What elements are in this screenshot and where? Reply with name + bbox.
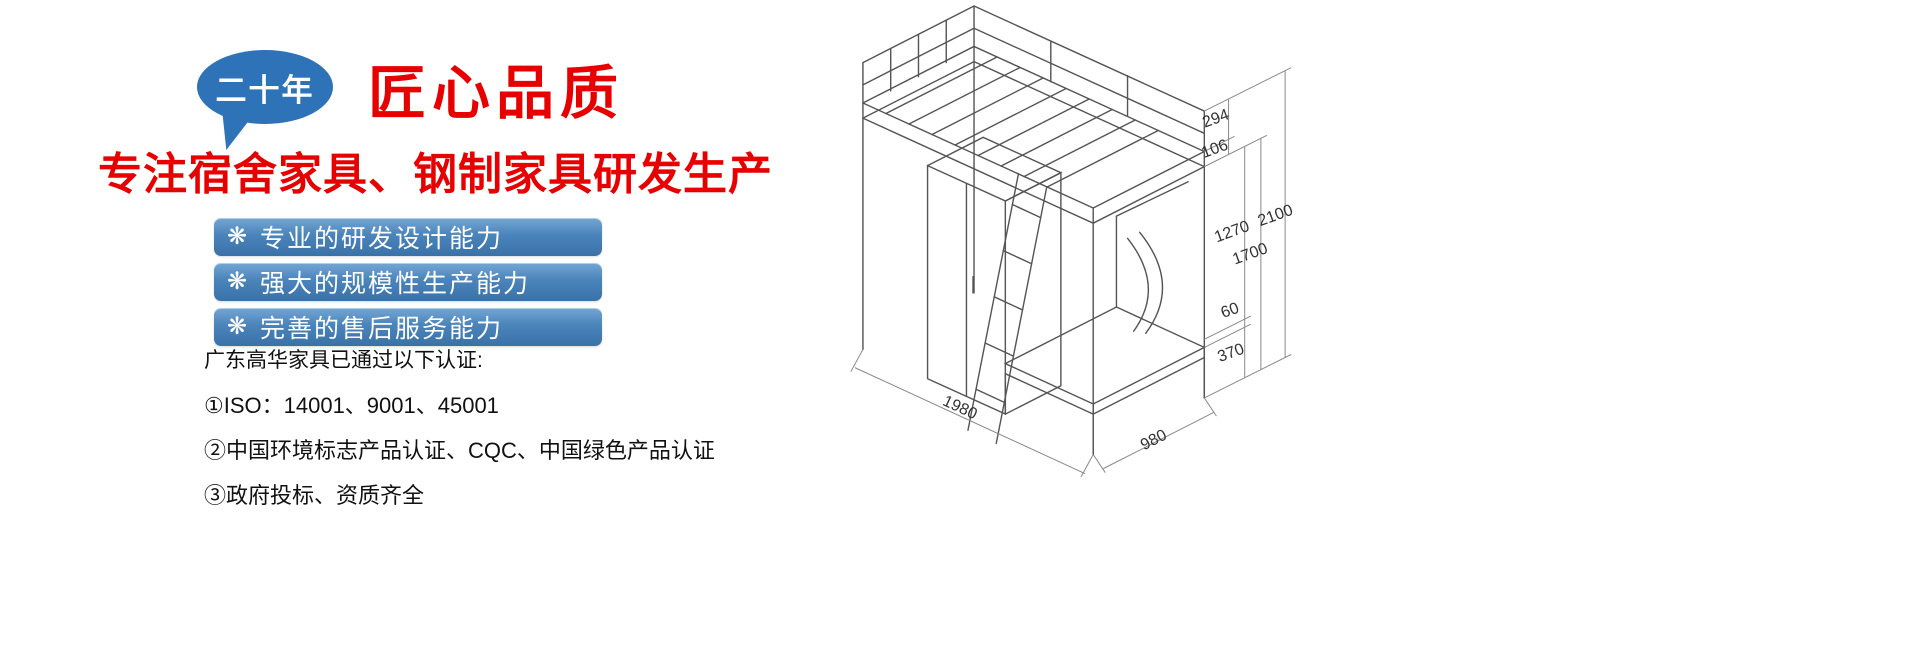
- flower-icon: ❋: [226, 268, 248, 295]
- feature-label: 完善的售后服务能力: [260, 315, 504, 343]
- certifications-intro: 广东高华家具已通过以下认证:: [204, 349, 483, 372]
- dim-base-height: 370: [1215, 340, 1247, 366]
- product-diagram: 294 106 1270 60 370 1700 2100 1980 980: [832, 2, 1312, 507]
- headline-title: 匠心品质: [368, 61, 625, 126]
- dim-guardrail-height: 294: [1200, 105, 1232, 131]
- dim-bed-width: 980: [1137, 426, 1169, 454]
- feature-label: 强大的规模性生产能力: [260, 270, 531, 298]
- feature-bar-production: ❋ 强大的规模性生产能力: [214, 263, 602, 301]
- dim-gap: 60: [1218, 299, 1241, 322]
- certification-item: ②中国环境标志产品认证、CQC、中国绿色产品认证: [204, 438, 715, 463]
- years-badge-label: 二十年: [215, 72, 315, 108]
- certification-block: 广东高华家具已通过以下认证: ①ISO：14001、9001、45001 ②中国…: [204, 344, 715, 523]
- bed-drawing: 294 106 1270 60 370 1700 2100 1980 980: [850, 5, 1295, 477]
- feature-bar-service: ❋ 完善的售后服务能力: [214, 308, 602, 346]
- wardrobe: [926, 136, 1063, 416]
- years-badge: 二十年: [197, 50, 333, 124]
- headline-subtitle: 专注宿舍家具、钢制家具研发生产: [98, 150, 773, 199]
- feature-list: ❋ 专业的研发设计能力 ❋ 强大的规模性生产能力 ❋ 完善的售后服务能力: [214, 218, 602, 353]
- flower-icon: ❋: [226, 313, 248, 340]
- certification-item: ①ISO：14001、9001、45001: [204, 393, 499, 418]
- bed-structure: [862, 5, 1206, 456]
- dim-underside-height: 1700: [1230, 239, 1270, 268]
- flower-icon: ❋: [226, 223, 248, 250]
- feature-label: 专业的研发设计能力: [260, 225, 504, 253]
- dimension-lines: [850, 67, 1292, 477]
- dim-under-bunk-clearance: 1270: [1212, 217, 1252, 246]
- certification-item: ③政府投标、资质齐全: [204, 483, 425, 508]
- ladder: [967, 172, 1048, 445]
- feature-bar-rd: ❋ 专业的研发设计能力: [214, 218, 602, 256]
